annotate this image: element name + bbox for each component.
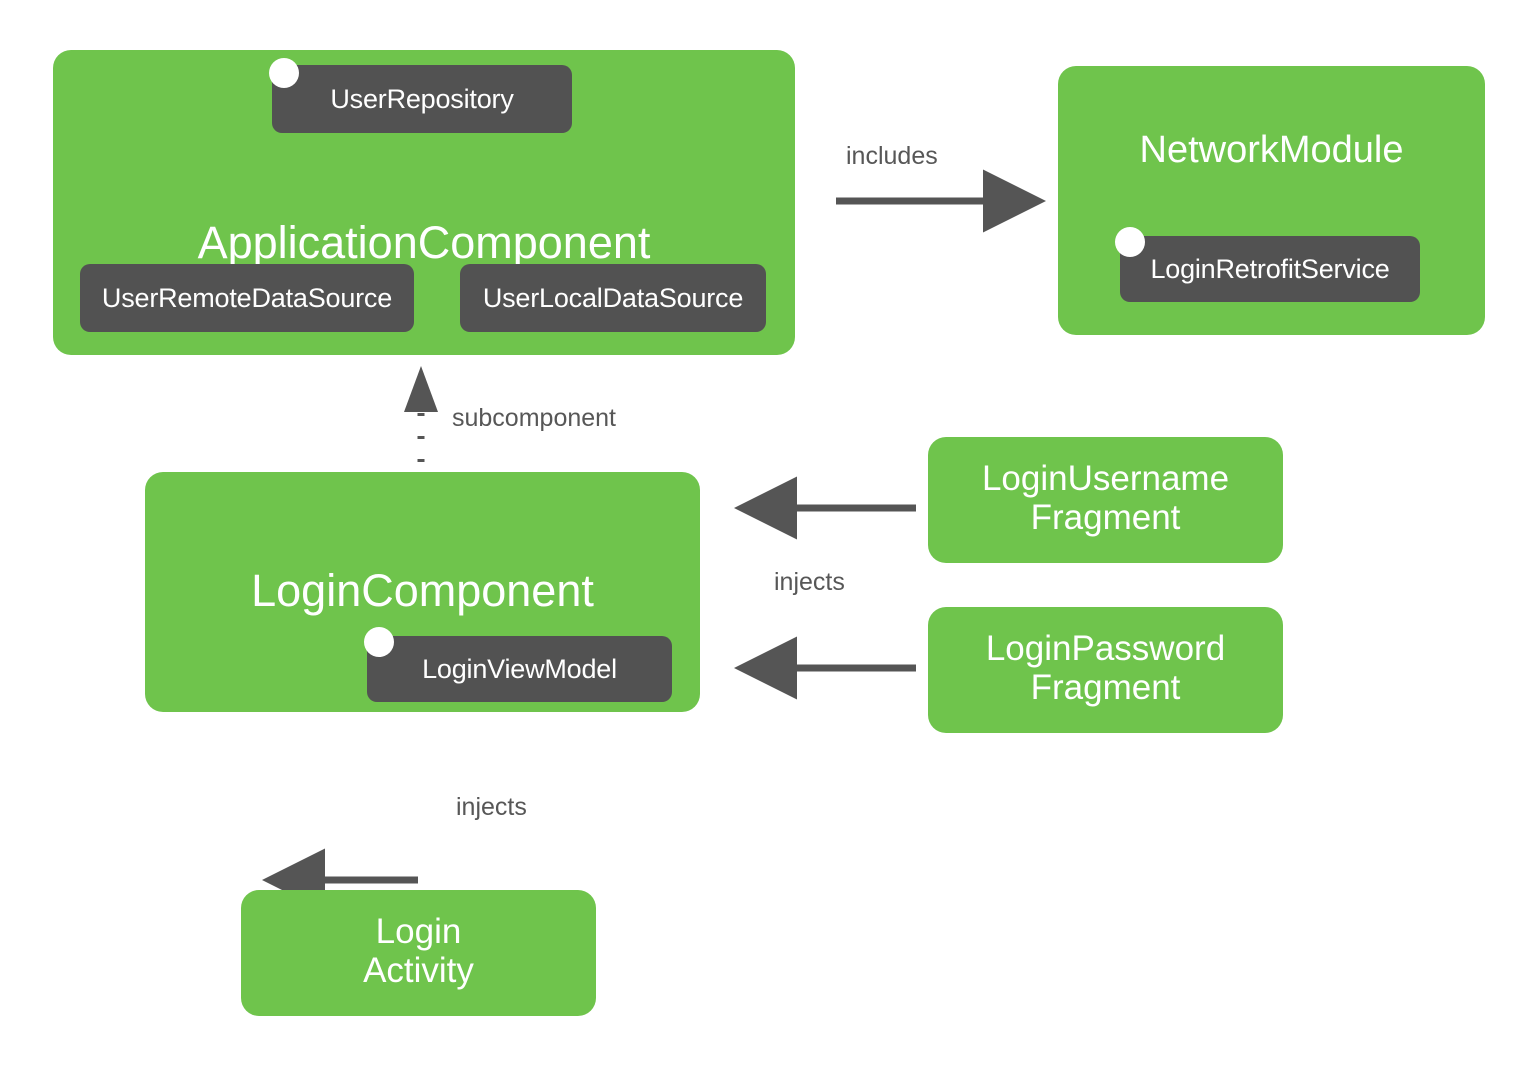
edge-label-subcomponent: subcomponent (452, 404, 617, 432)
node-title-application-component: ApplicationComponent (197, 217, 651, 268)
chip-user-remote-data-source[interactable]: UserRemoteDataSource (80, 264, 414, 332)
chip-user-repository[interactable]: UserRepository (272, 65, 572, 133)
node-title-login-username-fragment: LoginUsername Fragment (981, 459, 1230, 538)
provision-dot-icon (364, 627, 394, 657)
chip-label-user-repository: UserRepository (330, 83, 514, 114)
edge-label-injects-activity: injects (456, 793, 527, 821)
edge-label-injects-fragments: injects (774, 568, 845, 596)
node-title-login-password-fragment: LoginPassword Fragment (985, 629, 1226, 708)
chip-login-view-model[interactable]: LoginViewModel (367, 636, 672, 702)
chip-label-user-remote-data-source: UserRemoteDataSource (101, 282, 393, 313)
chip-label-user-local-data-source: UserLocalDataSource (482, 282, 744, 313)
node-login-username-fragment[interactable]: LoginUsername Fragment (928, 437, 1283, 563)
chip-label-login-view-model: LoginViewModel (422, 653, 617, 684)
provision-dot-icon (1115, 227, 1145, 257)
edge-label-includes: includes (846, 142, 938, 170)
arrow-subcomponent (404, 366, 438, 462)
chip-login-retrofit-service[interactable]: LoginRetrofitService (1120, 236, 1420, 302)
chip-user-local-data-source[interactable]: UserLocalDataSource (460, 264, 766, 332)
node-login-password-fragment[interactable]: LoginPassword Fragment (928, 607, 1283, 733)
chip-label-login-retrofit-service: LoginRetrofitService (1150, 253, 1390, 284)
node-title-network-module: NetworkModule (1139, 129, 1404, 171)
provision-dot-icon (269, 58, 299, 88)
node-login-activity[interactable]: Login Activity (241, 890, 596, 1016)
node-title-login-component: LoginComponent (251, 565, 594, 616)
node-title-login-activity: Login Activity (363, 912, 474, 991)
